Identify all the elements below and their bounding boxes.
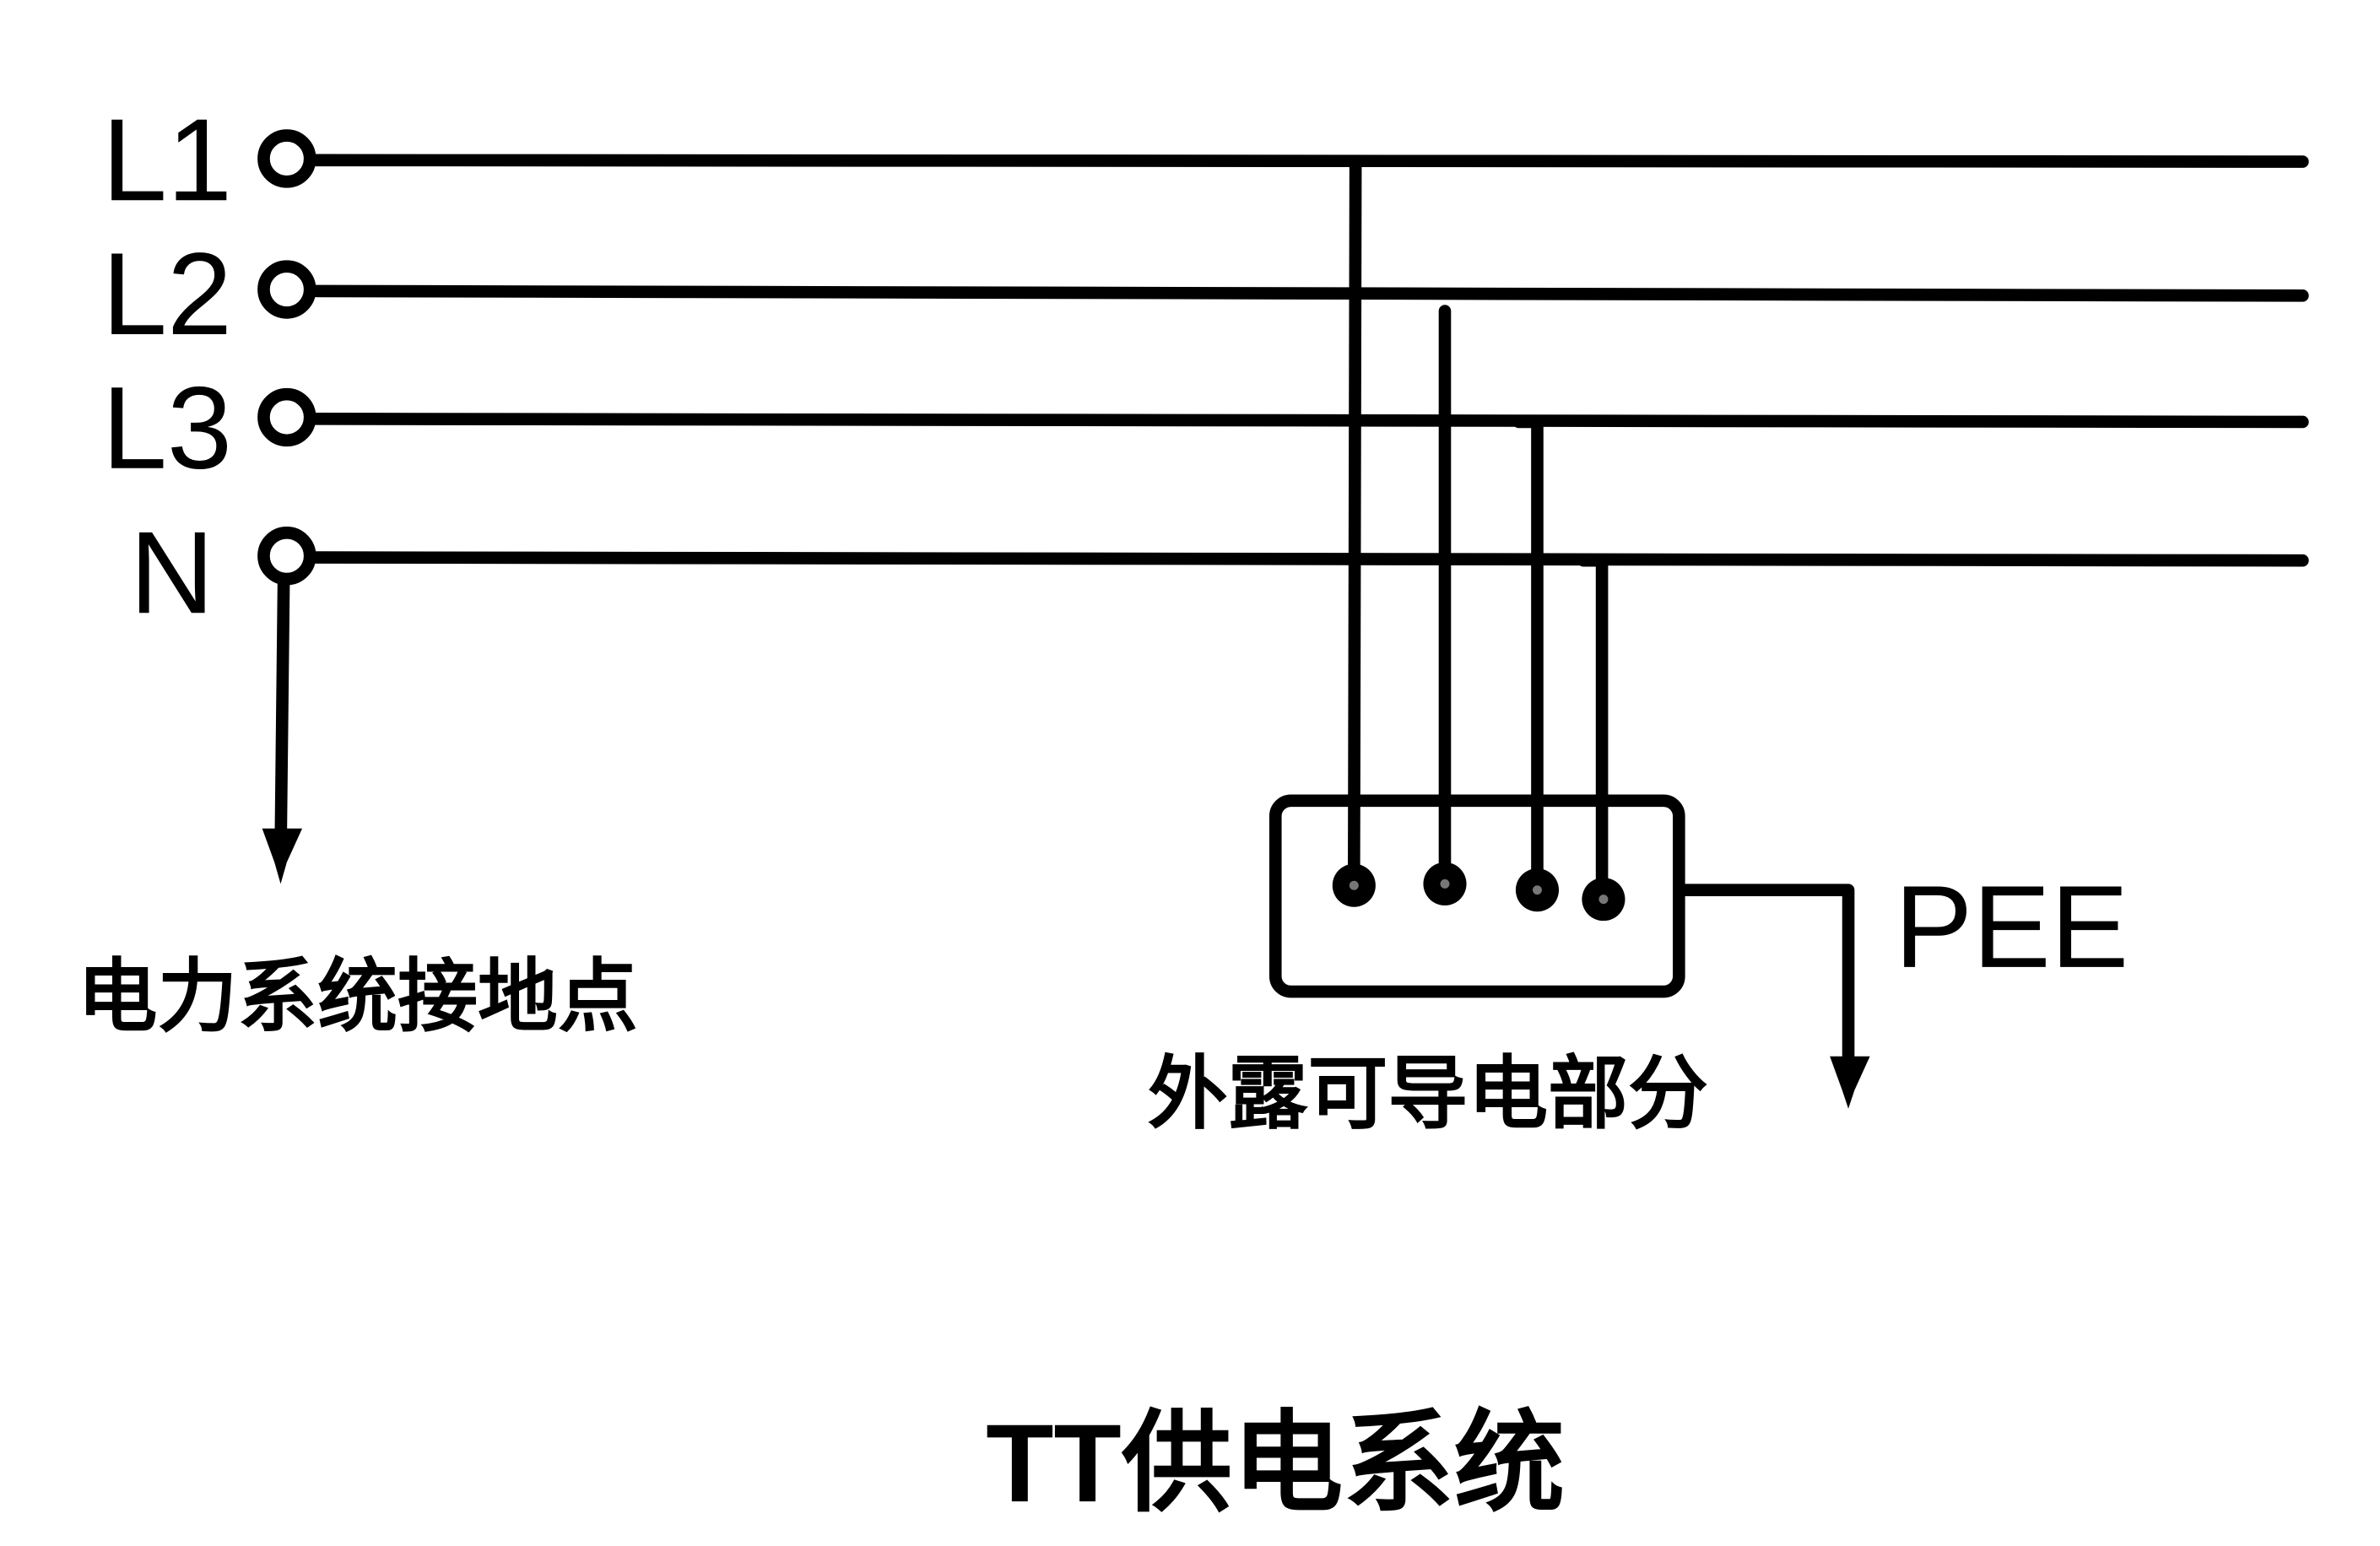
terminal-l2 [257,260,316,319]
line-n [303,551,2309,567]
equipment-terminals [1332,862,1625,922]
label-l3: L3 [102,363,232,494]
drop-n [1577,554,1609,896]
terminal-l3 [257,387,316,447]
source-ground-label: 电力系统接地点 [78,952,638,1041]
pe-ground-arrow-icon [1830,1056,1870,1109]
label-l2: L2 [102,229,232,359]
drop-l1 [1348,155,1362,877]
protective-earth-wire [1675,884,1855,1084]
line-l3 [303,413,2309,429]
diagram-title: TT供电系统 [986,1401,1565,1525]
ground-arrow-icon [262,828,303,884]
terminal-l1 [257,129,316,188]
equipment-enclosure [1268,794,1685,998]
source-ground-wire [274,572,290,862]
line-l2 [303,284,2309,302]
terminal-n [257,527,316,586]
drop-l3 [1512,415,1544,884]
equipment-label: 外露可导电部分 [1148,1049,1708,1138]
line-l1 [303,154,2309,168]
label-l1: L1 [102,95,232,225]
pe-label: PEE [1895,862,2128,992]
label-n: N [130,507,214,638]
